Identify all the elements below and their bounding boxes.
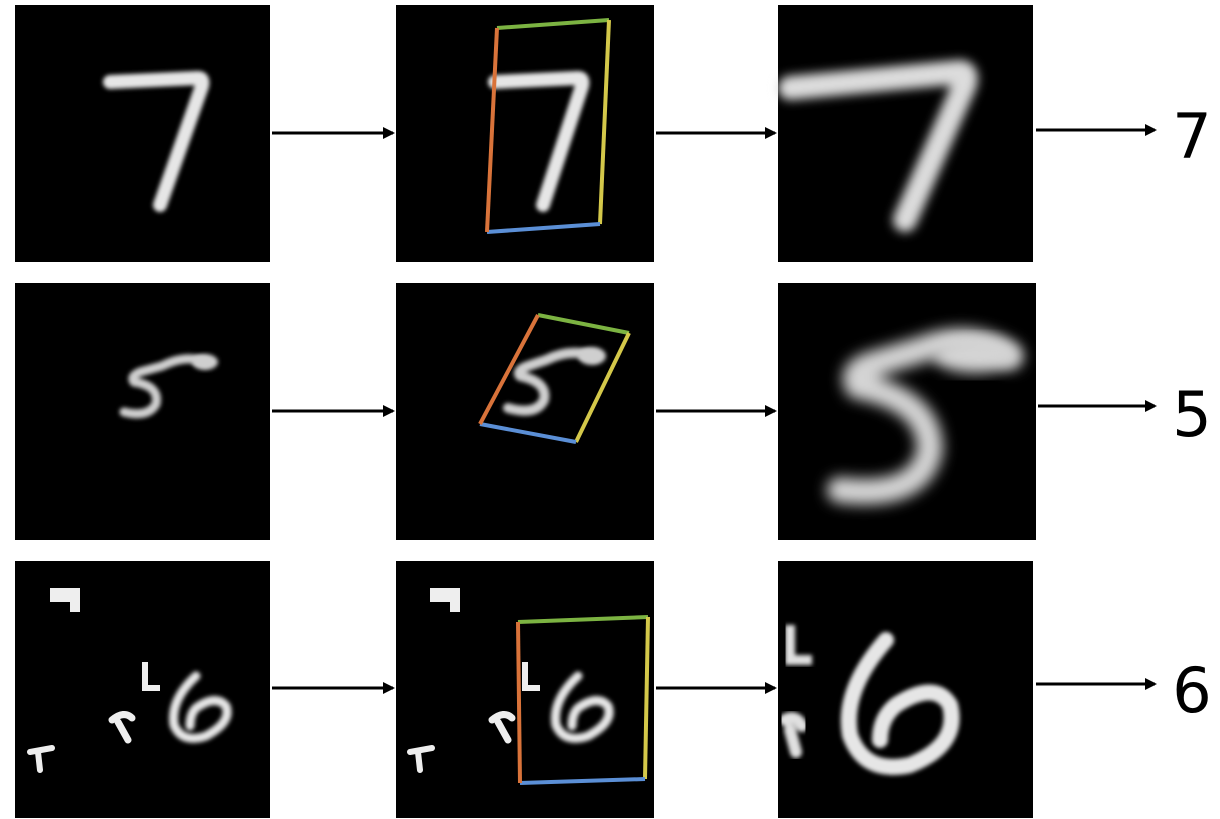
row-3-output-label: 6: [1172, 654, 1211, 727]
grid-left-edge: [518, 622, 520, 783]
row-3-localization-panel: [396, 561, 654, 818]
row-1-output-panel: [778, 5, 1033, 262]
row-2-input-panel: [15, 283, 270, 540]
row-3: 6: [15, 561, 1212, 818]
row-1: 7: [15, 5, 1212, 262]
row-3-input-panel: [15, 561, 270, 818]
row-1-input-panel: [15, 5, 270, 262]
row-1-output-label: 7: [1172, 100, 1211, 173]
row-1-localization-panel: [396, 5, 654, 262]
row-2-localization-panel: [396, 283, 654, 540]
row-2: 5: [15, 283, 1212, 540]
row-3-output-panel: [778, 561, 1033, 818]
row-2-output-panel: [778, 283, 1036, 540]
row-2-output-label: 5: [1172, 378, 1211, 451]
